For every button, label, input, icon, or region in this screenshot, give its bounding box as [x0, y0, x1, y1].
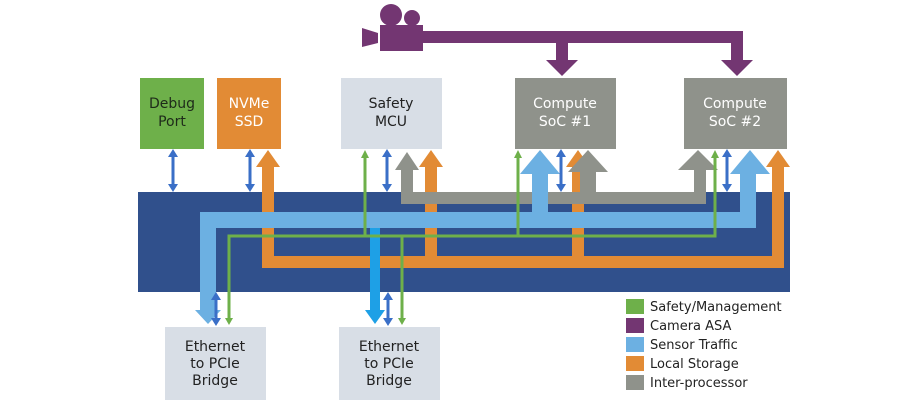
video-camera-icon — [380, 25, 423, 51]
nvme-ssd-label-1: NVMe — [229, 96, 270, 112]
compute-soc1-box: Compute SoC #1 — [515, 78, 616, 149]
legend-swatch-storage — [626, 356, 644, 371]
legend-label-storage: Local Storage — [650, 357, 739, 372]
soc2-label-2: SoC #2 — [709, 114, 761, 130]
ethernet-bridge-2-box: Ethernet to PCIe Bridge — [339, 327, 440, 400]
compute-soc2-box: Compute SoC #2 — [684, 78, 787, 149]
camera-bus-line — [420, 31, 743, 43]
safety-management-flow — [227, 156, 717, 318]
svg-text:Bridge: Bridge — [366, 373, 412, 389]
inter-processor-flow — [395, 150, 718, 204]
camera-asa-flow — [362, 4, 753, 76]
nvme-ssd-box: NVMe SSD — [217, 78, 281, 149]
control-bidirectional-arrows — [168, 149, 732, 326]
soc2-label-1: Compute — [703, 96, 767, 112]
debug-port-box: Debug Port — [140, 78, 204, 149]
camera-arrow-soc1 — [546, 60, 578, 76]
safety-mcu-label-2: MCU — [375, 114, 407, 130]
debug-port-label-2: Port — [158, 114, 186, 130]
camera-arrow-soc2 — [721, 60, 753, 76]
safety-mcu-box: Safety MCU — [341, 78, 442, 149]
legend: Safety/Management Camera ASA Sensor Traf… — [626, 299, 782, 391]
legend-swatch-safety — [626, 299, 644, 314]
legend-swatch-camera — [626, 318, 644, 333]
svg-text:to PCIe: to PCIe — [364, 356, 413, 372]
ethernet-bridge-1-box: Ethernet to PCIe Bridge — [165, 327, 266, 400]
video-camera-icon-reel-1 — [380, 4, 402, 26]
svg-text:to PCIe: to PCIe — [190, 356, 239, 372]
legend-label-interproc: Inter-processor — [650, 376, 748, 391]
legend-label-sensor: Sensor Traffic — [650, 338, 738, 353]
debug-port-label-1: Debug — [149, 96, 195, 112]
safety-mcu-label-1: Safety — [369, 96, 414, 112]
legend-swatch-sensor — [626, 337, 644, 352]
nvme-ssd-label-2: SSD — [235, 114, 264, 130]
pcie-switch-body — [138, 192, 790, 292]
legend-label-camera: Camera ASA — [650, 319, 732, 334]
legend-swatch-interproc — [626, 375, 644, 390]
video-camera-icon-reel-2 — [404, 10, 420, 26]
svg-text:Ethernet: Ethernet — [185, 339, 246, 355]
svg-text:Ethernet: Ethernet — [359, 339, 420, 355]
soc1-label-2: SoC #1 — [539, 114, 591, 130]
soc1-label-1: Compute — [533, 96, 597, 112]
video-camera-icon-lens — [362, 28, 378, 47]
legend-label-safety: Safety/Management — [650, 300, 782, 315]
svg-text:Bridge: Bridge — [192, 373, 238, 389]
